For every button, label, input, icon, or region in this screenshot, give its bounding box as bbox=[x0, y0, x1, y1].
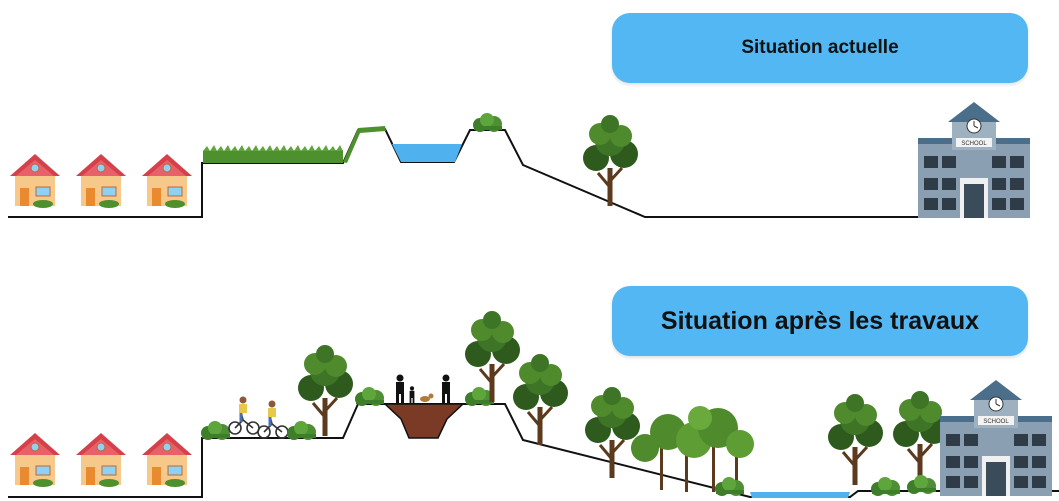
pond-water-after bbox=[750, 492, 850, 498]
house-icon bbox=[76, 154, 126, 208]
tree-icon bbox=[298, 345, 353, 436]
bush-icon bbox=[907, 475, 936, 494]
school-icon bbox=[940, 380, 1052, 496]
dog-icon bbox=[420, 394, 434, 403]
bush-icon bbox=[355, 387, 384, 406]
tree-icon bbox=[583, 115, 638, 206]
tree-icon bbox=[465, 311, 520, 402]
house-icon bbox=[10, 154, 60, 208]
house-icon bbox=[142, 154, 192, 208]
school-sign-current: SCHOOL bbox=[961, 141, 987, 147]
tree-icon bbox=[893, 391, 948, 482]
ditch-soil-after bbox=[385, 404, 463, 438]
cyclist-icon bbox=[258, 401, 288, 439]
person-icon bbox=[410, 386, 415, 404]
person-icon bbox=[442, 375, 450, 405]
bush-icon bbox=[715, 477, 744, 496]
tree-icon bbox=[585, 387, 640, 478]
house-icon bbox=[142, 433, 192, 487]
tree-icon bbox=[513, 354, 568, 445]
bush-icon bbox=[201, 421, 230, 440]
tree-cluster bbox=[631, 406, 754, 492]
school-icon bbox=[918, 102, 1030, 218]
bush-icon bbox=[287, 421, 316, 440]
bush-icon bbox=[871, 477, 900, 496]
person-icon bbox=[396, 375, 404, 405]
tree-icon bbox=[828, 394, 883, 485]
ditch-water-current bbox=[392, 144, 462, 162]
ground-profile-current bbox=[8, 128, 918, 217]
school-sign-after: SCHOOL bbox=[983, 419, 1009, 425]
house-icon bbox=[10, 433, 60, 487]
bush-icon bbox=[473, 113, 502, 132]
house-icon bbox=[76, 433, 126, 487]
cyclist-icon bbox=[229, 397, 259, 435]
